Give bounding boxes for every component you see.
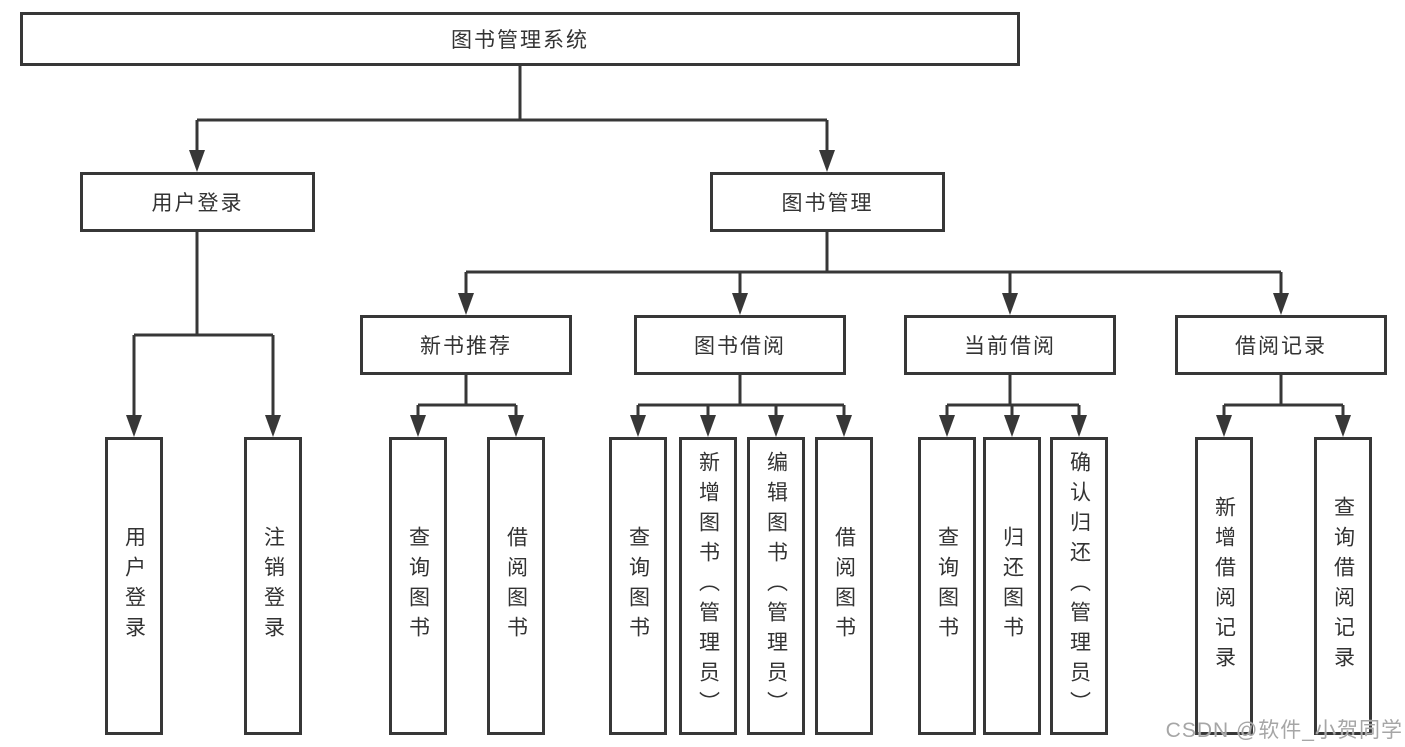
node-leaf-edit-books-admin: 编辑图书（管理员） xyxy=(747,437,805,735)
node-book-borrow: 图书借阅 xyxy=(634,315,846,375)
node-user-login: 用户登录 xyxy=(80,172,315,232)
node-label: 确认归还（管理员） xyxy=(1067,451,1091,721)
node-label: 用户登录 xyxy=(151,192,244,215)
node-label: 查询图书 xyxy=(935,526,959,646)
node-label: 借阅图书 xyxy=(504,526,528,646)
node-label: 新增图书（管理员） xyxy=(696,451,720,721)
node-label: 查询借阅记录 xyxy=(1331,496,1355,676)
connector-spines xyxy=(134,65,1343,407)
node-book-management: 图书管理 xyxy=(710,172,945,232)
node-leaf-logout: 注销登录 xyxy=(244,437,302,735)
node-new-book-recommend: 新书推荐 xyxy=(360,315,572,375)
csdn-watermark: CSDN @软件_小贺同学 xyxy=(1165,719,1403,742)
node-leaf-user-login: 用户登录 xyxy=(105,437,163,735)
node-leaf-borrow-books-1: 借阅图书 xyxy=(487,437,545,735)
node-leaf-query-borrow-record: 查询借阅记录 xyxy=(1314,437,1372,735)
node-label: 编辑图书（管理员） xyxy=(764,451,788,721)
node-label: 注销登录 xyxy=(261,526,285,646)
node-leaf-borrow-books-2: 借阅图书 xyxy=(815,437,873,735)
node-system-root: 图书管理系统 xyxy=(20,12,1020,66)
node-label: 查询图书 xyxy=(626,526,650,646)
node-label: 图书管理系统 xyxy=(451,29,589,52)
node-leaf-return-books: 归还图书 xyxy=(983,437,1041,735)
node-label: 新书推荐 xyxy=(420,335,512,358)
node-leaf-query-books-2: 查询图书 xyxy=(609,437,667,735)
node-label: 用户登录 xyxy=(122,526,146,646)
node-label: 借阅图书 xyxy=(832,526,856,646)
node-leaf-query-books-1: 查询图书 xyxy=(389,437,447,735)
node-current-borrow: 当前借阅 xyxy=(904,315,1116,375)
node-borrow-record: 借阅记录 xyxy=(1175,315,1387,375)
node-leaf-query-books-3: 查询图书 xyxy=(918,437,976,735)
node-label: 查询图书 xyxy=(406,526,430,646)
node-leaf-add-borrow-record: 新增借阅记录 xyxy=(1195,437,1253,735)
node-label: 归还图书 xyxy=(1000,526,1024,646)
node-leaf-add-books-admin: 新增图书（管理员） xyxy=(679,437,737,735)
node-label: 当前借阅 xyxy=(964,335,1056,358)
node-label: 借阅记录 xyxy=(1235,335,1327,358)
node-label: 图书管理 xyxy=(781,192,874,215)
node-leaf-confirm-return-admin: 确认归还（管理员） xyxy=(1050,437,1108,735)
arrowhead-icons xyxy=(126,150,1351,437)
node-label: 新增借阅记录 xyxy=(1212,496,1236,676)
node-label: 图书借阅 xyxy=(694,335,786,358)
